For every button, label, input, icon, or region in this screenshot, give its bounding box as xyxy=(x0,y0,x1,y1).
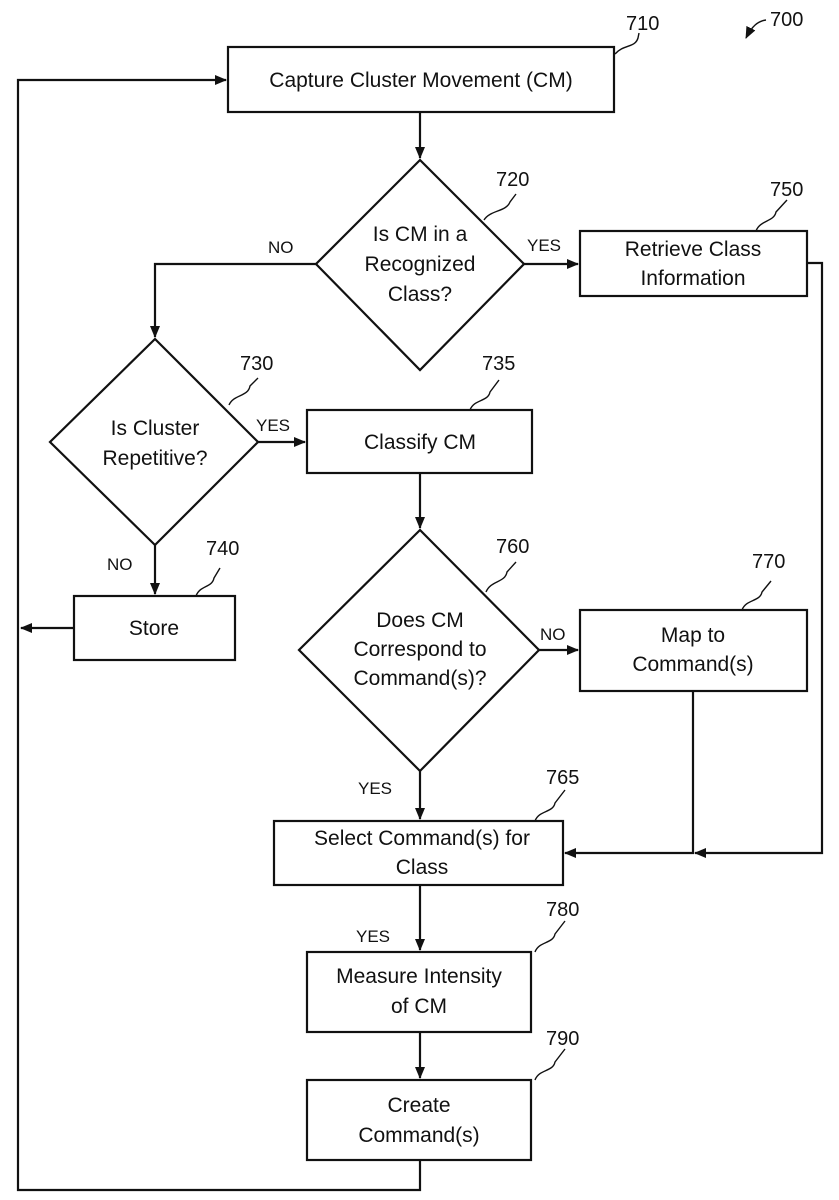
ref-740: 740 xyxy=(206,538,239,560)
ref-770: 770 xyxy=(752,551,785,573)
node-770-label-line-1: Map to xyxy=(661,624,725,647)
node-765-select-commands-for-class: Select Command(s) for Class 765 xyxy=(274,767,579,885)
node-750-retrieve-class-information: Retrieve Class Information 750 xyxy=(580,179,807,296)
edge-label-760-no: NO xyxy=(540,625,566,644)
node-780-measure-intensity: Measure Intensity of CM 780 xyxy=(307,899,579,1032)
node-760-label-line-1: Does CM xyxy=(376,609,464,632)
node-765-label-line-1: Select Command(s) for xyxy=(314,827,530,850)
leader-770 xyxy=(742,581,771,610)
node-740-label-line-1: Store xyxy=(129,617,179,640)
ref-765: 765 xyxy=(546,767,579,789)
process-box xyxy=(307,1080,531,1160)
edge-label-730-yes: YES xyxy=(256,416,290,435)
process-box xyxy=(307,952,531,1032)
node-735-label-line-1: Classify CM xyxy=(364,431,476,454)
node-790-label-line-1: Create xyxy=(387,1094,450,1117)
leader-765 xyxy=(535,790,565,821)
edge-label-720-yes: YES xyxy=(527,236,561,255)
ref-750: 750 xyxy=(770,179,803,201)
figure-ref: 700 xyxy=(746,9,803,38)
node-770-map-to-commands: Map to Command(s) 770 xyxy=(580,551,807,691)
ref-710: 710 xyxy=(626,13,659,35)
process-box xyxy=(580,610,807,691)
node-790-create-commands: Create Command(s) 790 xyxy=(307,1028,579,1160)
leader-720 xyxy=(484,194,516,220)
decision-diamond xyxy=(50,339,258,545)
ref-735: 735 xyxy=(482,353,515,375)
leader-710 xyxy=(615,33,639,54)
edge-label-765-yes: YES xyxy=(356,927,390,946)
node-780-label-line-1: Measure Intensity xyxy=(336,965,502,988)
node-730-label-line-2: Repetitive? xyxy=(102,447,207,470)
leader-760 xyxy=(486,562,516,592)
node-710-label-line-1: Capture Cluster Movement (CM) xyxy=(269,69,572,92)
figure-ref-label: 700 xyxy=(770,9,803,31)
node-710-capture-cluster-movement: Capture Cluster Movement (CM) 710 xyxy=(228,13,659,112)
node-765-label-line-2: Class xyxy=(396,856,449,879)
node-720-label-line-2: Recognized xyxy=(365,253,476,276)
ref-760: 760 xyxy=(496,536,529,558)
node-780-label-line-2: of CM xyxy=(391,995,447,1018)
leader-750 xyxy=(756,200,787,231)
leader-730 xyxy=(229,378,258,405)
node-770-label-line-2: Command(s) xyxy=(632,653,753,676)
ref-780: 780 xyxy=(546,899,579,921)
node-750-label-line-2: Information xyxy=(640,267,745,290)
ref-730: 730 xyxy=(240,353,273,375)
node-760-corresponds-to-commands-decision: Does CM Correspond to Command(s)? 760 xyxy=(299,530,539,771)
node-720-recognized-class-decision: Is CM in a Recognized Class? 720 xyxy=(316,160,529,370)
leader-780 xyxy=(535,921,565,952)
leader-740 xyxy=(196,568,220,596)
node-720-label-line-1: Is CM in a xyxy=(373,223,468,246)
leader-790 xyxy=(535,1049,565,1080)
node-740-store: Store 740 xyxy=(74,538,239,660)
node-790-label-line-2: Command(s) xyxy=(358,1124,479,1147)
edge-720-730 xyxy=(155,264,316,337)
ref-720: 720 xyxy=(496,169,529,191)
edge-label-720-no: NO xyxy=(268,238,294,257)
edge-770-765 xyxy=(565,691,693,853)
node-730-cluster-repetitive-decision: Is Cluster Repetitive? 730 xyxy=(50,339,273,545)
edge-label-730-no: NO xyxy=(107,555,133,574)
node-760-label-line-2: Correspond to xyxy=(353,638,486,661)
node-720-label-line-3: Class? xyxy=(388,283,452,306)
node-730-label-line-1: Is Cluster xyxy=(111,417,200,440)
node-760-label-line-3: Command(s)? xyxy=(353,667,486,690)
figure-ref-arrow xyxy=(746,20,766,38)
leader-735 xyxy=(470,380,499,410)
ref-790: 790 xyxy=(546,1028,579,1050)
edge-label-760-yes: YES xyxy=(358,779,392,798)
node-750-label-line-1: Retrieve Class xyxy=(625,238,762,261)
